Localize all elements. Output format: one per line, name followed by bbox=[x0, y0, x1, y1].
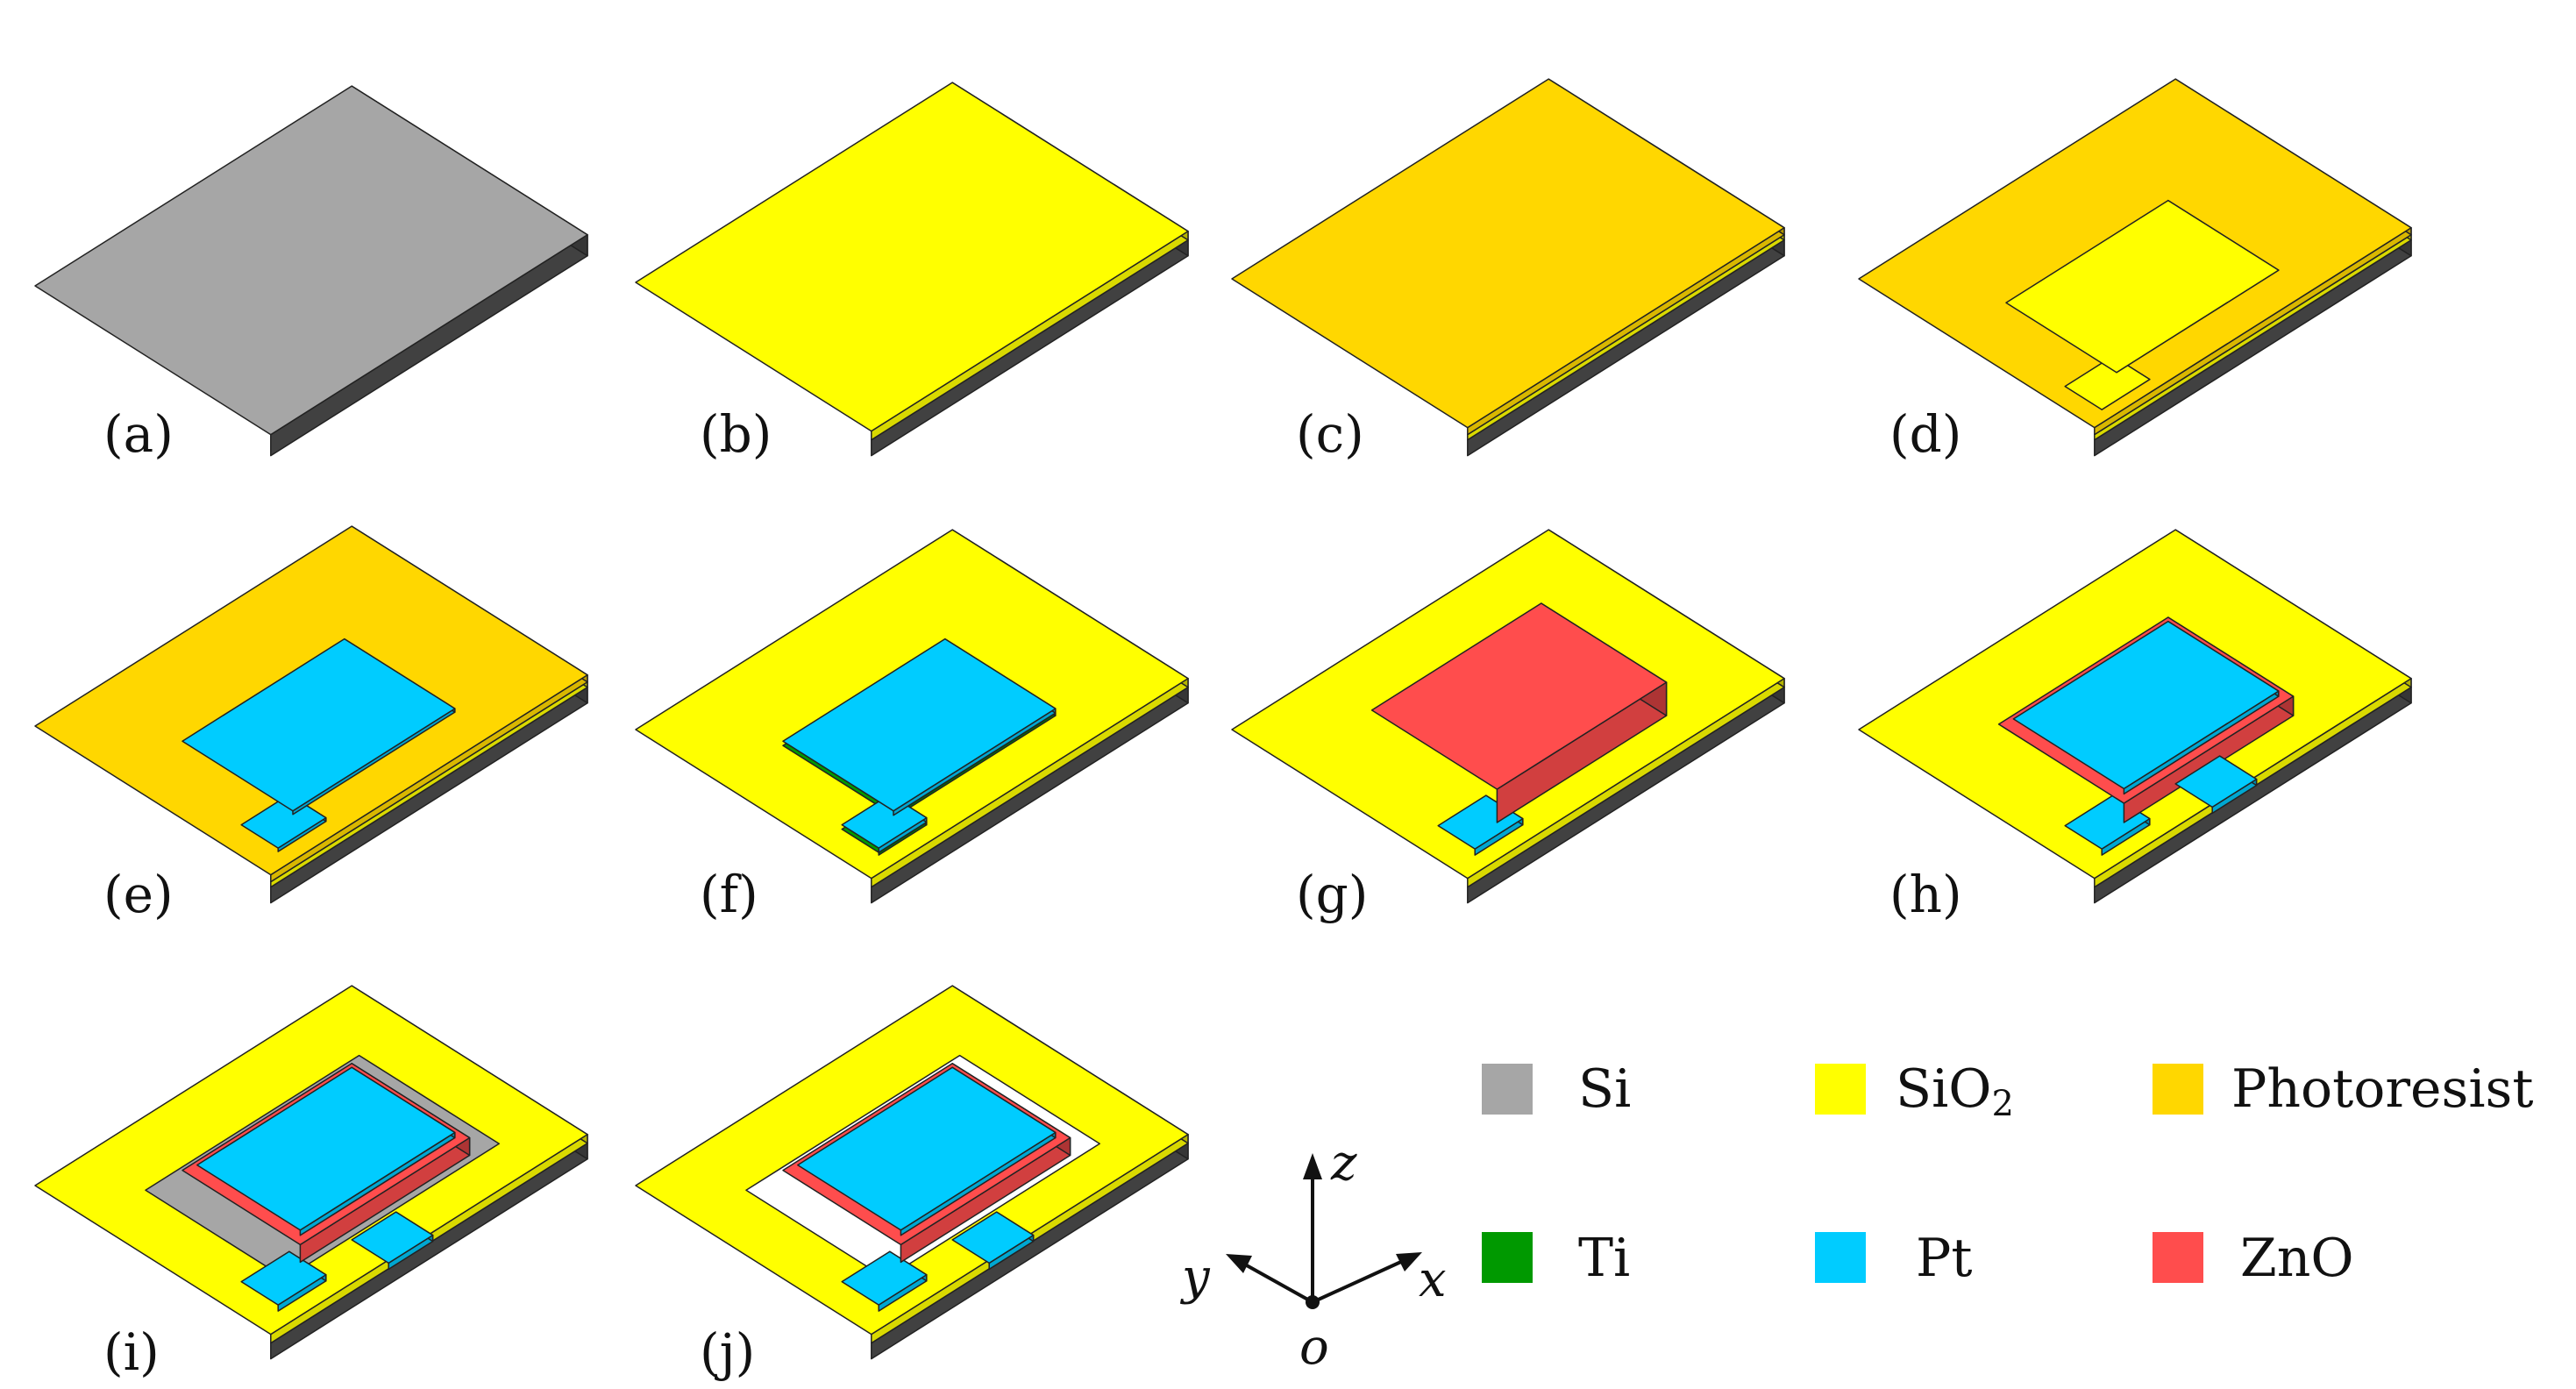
legend-swatch-si bbox=[1482, 1064, 1533, 1115]
panel-label-e: (e) bbox=[103, 865, 174, 924]
pt-top-top bbox=[196, 1066, 456, 1231]
panel-c bbox=[1231, 78, 1785, 457]
legend: Si SiO2 Photoresist Ti Pt ZnO bbox=[1482, 1058, 2533, 1289]
legend-label-pt: Pt bbox=[1916, 1228, 1972, 1289]
pt-pad-2-top bbox=[2174, 755, 2258, 808]
pt-electrode-bar-top bbox=[181, 638, 456, 812]
pt-electrode-pad-top bbox=[240, 794, 327, 849]
panel-a bbox=[34, 85, 588, 457]
panel-e bbox=[34, 525, 588, 904]
legend-label-ti: Ti bbox=[1578, 1228, 1630, 1289]
panel-label-g: (g) bbox=[1296, 865, 1368, 924]
axes-triad: z y x o bbox=[1179, 1135, 1447, 1376]
panel-label-a: (a) bbox=[103, 404, 174, 464]
panel-g bbox=[1231, 529, 1785, 904]
panel-h bbox=[1858, 529, 2412, 904]
panel-label-f: (f) bbox=[700, 865, 758, 924]
legend-swatch-zno bbox=[2153, 1232, 2203, 1283]
opening-bar-top bbox=[2005, 199, 2280, 374]
pt-pad-2-top bbox=[351, 1211, 434, 1264]
legend-swatch-photoresist bbox=[2153, 1064, 2203, 1115]
pt-top-top bbox=[2012, 620, 2280, 790]
x-axis bbox=[1312, 1259, 1404, 1304]
legend-swatch-sio2 bbox=[1815, 1064, 1866, 1115]
axis-label-origin: o bbox=[1299, 1319, 1329, 1376]
legend-label-sio2: SiO2 bbox=[1896, 1058, 2014, 1124]
y-arrowhead bbox=[1226, 1254, 1252, 1273]
panel-label-h: (h) bbox=[1889, 865, 1962, 924]
y-axis bbox=[1244, 1263, 1313, 1304]
pt-electrode-bar-top bbox=[782, 638, 1057, 812]
x-arrowhead bbox=[1396, 1252, 1422, 1271]
slab-top bbox=[635, 82, 1189, 432]
pt-top-top bbox=[797, 1066, 1057, 1231]
axis-label-x: x bbox=[1419, 1251, 1447, 1308]
legend-label-sio2-main: SiO bbox=[1896, 1058, 1991, 1120]
opening-pad-top bbox=[2064, 355, 2151, 410]
z-arrowhead bbox=[1303, 1153, 1322, 1179]
panel-i bbox=[34, 985, 588, 1360]
legend-label-sio2-sub: 2 bbox=[1991, 1084, 2013, 1124]
legend-label-si: Si bbox=[1578, 1058, 1631, 1120]
panel-label-d: (d) bbox=[1889, 404, 1961, 464]
legend-swatch-ti bbox=[1482, 1232, 1533, 1283]
panel-labels: (a) (b) (c) (d) (e) (f) (g) (h) (i) (j) bbox=[103, 404, 1962, 1382]
panel-f bbox=[635, 529, 1189, 904]
zno-block-top bbox=[1370, 602, 1668, 790]
axis-label-z: z bbox=[1330, 1135, 1357, 1192]
panel-j bbox=[635, 985, 1189, 1360]
panel-label-c: (c) bbox=[1296, 404, 1364, 464]
panel-label-j: (j) bbox=[700, 1322, 755, 1382]
pt-pad-1-top bbox=[841, 1250, 928, 1306]
pt-pad-1-top bbox=[240, 1250, 327, 1306]
panels-layer bbox=[34, 78, 2412, 1360]
panel-label-i: (i) bbox=[103, 1322, 160, 1382]
legend-label-zno: ZnO bbox=[2240, 1228, 2354, 1289]
legend-swatch-pt bbox=[1815, 1232, 1866, 1283]
panel-label-b: (b) bbox=[700, 404, 772, 464]
slab-top bbox=[34, 85, 588, 436]
origin-dot bbox=[1306, 1295, 1320, 1309]
panel-b bbox=[635, 82, 1189, 457]
axis-label-y: y bbox=[1179, 1249, 1211, 1306]
legend-label-photoresist: Photoresist bbox=[2231, 1058, 2533, 1120]
pt-pad-2-top bbox=[951, 1211, 1035, 1264]
panel-d bbox=[1858, 78, 2412, 457]
slab-top bbox=[1231, 78, 1785, 429]
